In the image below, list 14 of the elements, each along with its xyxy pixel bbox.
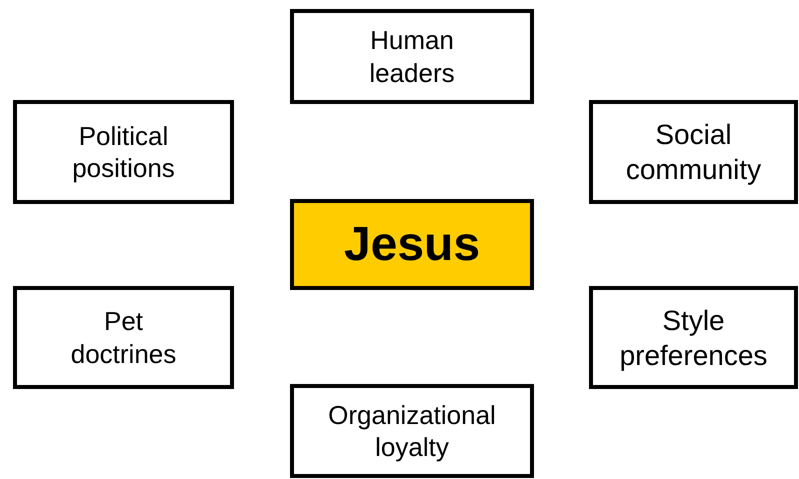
highlighted-box: [290, 199, 534, 290]
text-box: [589, 286, 798, 389]
text-box: [290, 384, 534, 478]
text-box: [13, 100, 234, 204]
text-box: [589, 100, 798, 204]
box-label: Human leaders: [368, 24, 456, 89]
text-box: [13, 286, 234, 389]
center-label: Jesus: [344, 216, 480, 272]
box-label: Political positions: [71, 120, 176, 184]
box-label: Pet doctrines: [70, 305, 178, 370]
box-label: Organizational loyalty: [327, 398, 497, 464]
box-label: Social community: [624, 118, 762, 187]
text-box: [290, 9, 534, 104]
box-label: Style preferences: [618, 304, 768, 372]
